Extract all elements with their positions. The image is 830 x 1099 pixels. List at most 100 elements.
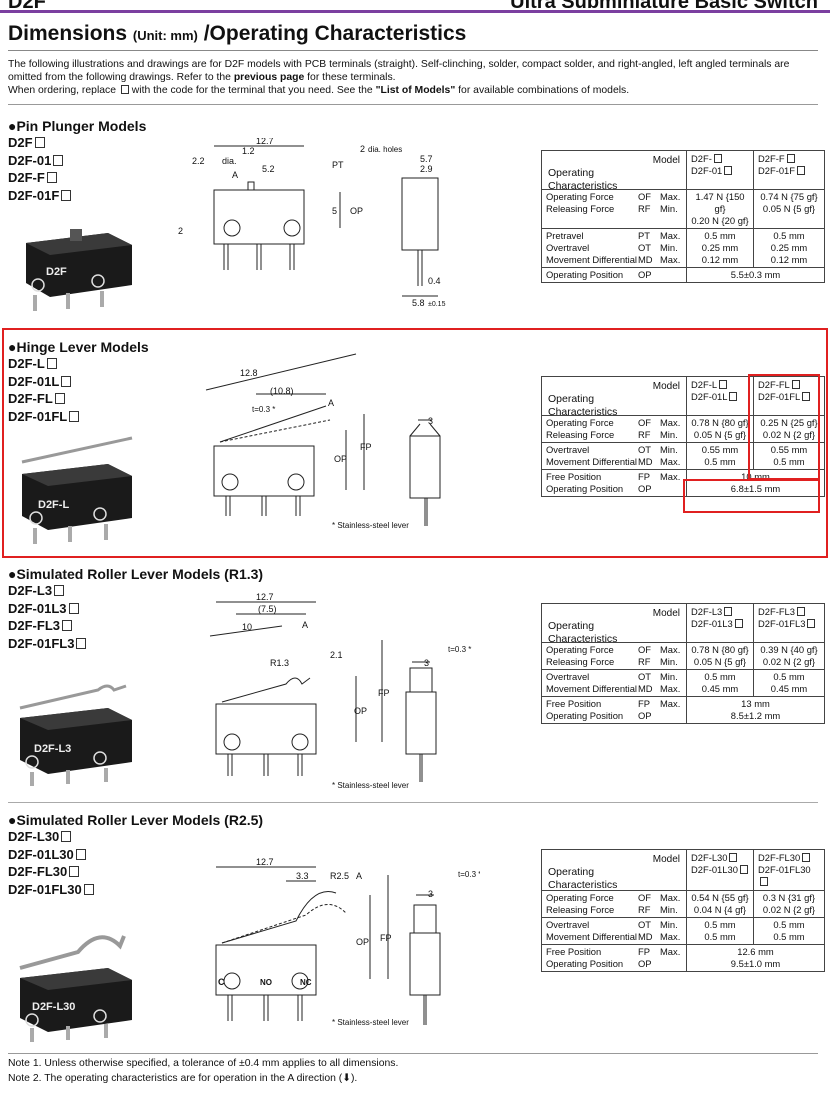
title-unit: (Unit: mm): [132, 28, 198, 43]
model-item: D2F-L3: [8, 582, 86, 600]
intro-p1a: The following illustrations and drawings…: [8, 59, 790, 83]
placeholder-box-icon: [120, 85, 129, 94]
intro-p2b: with the code for the terminal that you …: [128, 85, 376, 96]
section-title-pin-plunger: ●Pin Plunger Models: [8, 118, 147, 134]
photo-label: D2F: [46, 266, 67, 278]
model-item: D2F-F: [8, 169, 71, 187]
svg-text:A: A: [356, 871, 362, 881]
model-item: D2F-01F: [8, 187, 72, 205]
svg-text:dia.: dia.: [222, 156, 237, 166]
switch-photo-hinge-lever: D2F-L: [21, 436, 133, 544]
down-arrow-icon: ⬇: [342, 1073, 351, 1084]
intro-rule: [8, 104, 818, 105]
svg-text:12.7: 12.7: [256, 592, 274, 602]
dimension-drawing-roller-r25: 12.7 3.3 R2.5 A OP FP 3 t=0.3 * C NO NC …: [215, 857, 480, 1027]
svg-text:dia. holes: dia. holes: [368, 145, 402, 154]
svg-text:3: 3: [424, 658, 429, 668]
title-rest: /Operating Characteristics: [203, 22, 467, 45]
section-title-roller-r25: ●Simulated Roller Lever Models (R2.5): [8, 812, 264, 828]
highlight-fp-op: [683, 479, 820, 513]
svg-text:OP: OP: [356, 937, 369, 947]
svg-text:12.7: 12.7: [256, 138, 274, 146]
svg-text:5.2: 5.2: [262, 164, 275, 174]
dimension-drawing-hinge-lever: 12.8 (10.8) t=0.3 * A OP FP 3 * Stainles…: [205, 353, 441, 530]
notes-rule: [8, 1053, 818, 1054]
model-list-roller-r25: D2F-L30 D2F-01L30 D2F-FL30 D2F-01FL30: [8, 828, 94, 898]
svg-text:NC: NC: [300, 978, 312, 987]
svg-text:2.2: 2.2: [192, 156, 205, 166]
svg-text:2.1: 2.1: [330, 650, 343, 660]
model-list-hinge-lever: D2F-L D2F-01L D2F-FL D2F-01FL: [8, 355, 80, 426]
svg-text:5: 5: [332, 206, 337, 216]
svg-text:3.3: 3.3: [296, 871, 309, 881]
model-item: D2F-01L3: [8, 600, 86, 618]
svg-text:R2.5: R2.5: [330, 871, 349, 881]
section-title-roller-r13: ●Simulated Roller Lever Models (R1.3): [8, 566, 264, 582]
svg-text:2: 2: [178, 226, 183, 236]
svg-text:* Stainless-steel lever: * Stainless-steel lever: [332, 521, 409, 530]
svg-text:C: C: [218, 977, 225, 987]
intro-text: The following illustrations and drawings…: [8, 58, 823, 97]
model-item: D2F-FL: [8, 390, 79, 408]
intro-link-previous-page: previous page: [233, 72, 305, 83]
svg-text:3: 3: [428, 889, 433, 899]
model-list-pin-plunger: D2F D2F-01 D2F-F D2F-01F: [8, 134, 72, 205]
switch-photo-pin-plunger: D2F: [26, 229, 132, 311]
svg-text:0.4: 0.4: [428, 276, 441, 286]
model-item: D2F-01L30: [8, 846, 94, 864]
svg-text:OP: OP: [334, 454, 347, 464]
svg-text:t=0.3 *: t=0.3 *: [252, 405, 275, 414]
svg-text:OP: OP: [354, 706, 367, 716]
note-2: Note 2. The operating characteristics ar…: [8, 1073, 358, 1084]
svg-text:12.7: 12.7: [256, 857, 274, 867]
photo-label: D2F-L30: [32, 1001, 75, 1013]
svg-text:NO: NO: [260, 978, 272, 987]
model-list-roller-r13: D2F-L3 D2F-01L3 D2F-FL3 D2F-01FL3: [8, 582, 87, 652]
photo-label: D2F-L3: [34, 743, 71, 755]
svg-text:PT: PT: [332, 160, 344, 170]
svg-text:* Stainless-steel lever: * Stainless-steel lever: [332, 1018, 409, 1027]
intro-p2d: for available combinations of models.: [455, 85, 630, 96]
model-item: D2F-01L: [8, 373, 79, 391]
svg-text:3: 3: [428, 416, 433, 426]
svg-text:2: 2: [360, 144, 365, 154]
page-title: Dimensions (Unit: mm) /Operating Charact…: [8, 22, 466, 46]
header-title: Ultra Subminiature Basic Switch: [510, 0, 818, 13]
model-item: D2F-L: [8, 355, 79, 373]
intro-list-of-models: "List of Models": [375, 85, 456, 96]
switch-photo-roller-r13: D2F-L3: [19, 684, 132, 786]
model-item: D2F-L30: [8, 828, 94, 846]
svg-text:2.9: 2.9: [420, 164, 433, 174]
svg-text:A: A: [232, 170, 238, 180]
title-rule: [8, 50, 818, 51]
svg-text:(10.8): (10.8): [270, 386, 294, 396]
svg-text:12.8: 12.8: [240, 368, 258, 378]
page-header: D2F Ultra Subminiature Basic Switch: [0, 0, 830, 14]
svg-text:* Stainless-steel lever: * Stainless-steel lever: [332, 781, 409, 790]
series-name: D2F: [8, 0, 46, 13]
title-main: Dimensions: [8, 22, 128, 45]
svg-text:A: A: [328, 398, 334, 408]
highlight-box-hinge-lever: [2, 328, 828, 558]
model-item: D2F: [8, 134, 71, 152]
model-item: D2F-FL30: [8, 863, 94, 881]
svg-text:FP: FP: [360, 442, 372, 452]
dimension-drawing-pin-plunger: 12.7 1.2 2.2 dia. 5.2 dia. holes PT A 5 …: [178, 138, 446, 308]
header-rule: [0, 10, 830, 13]
svg-text:A: A: [302, 620, 308, 630]
model-item: D2F-01FL: [8, 408, 80, 426]
intro-p1c: for these terminals.: [304, 72, 396, 83]
svg-text:OP: OP: [350, 206, 363, 216]
svg-text:±0.15: ±0.15: [428, 301, 446, 308]
svg-text:(7.5): (7.5): [258, 604, 277, 614]
section-title-hinge-lever: ●Hinge Lever Models: [8, 339, 149, 355]
model-item: D2F-01FL30: [8, 881, 94, 899]
model-item: D2F-01: [8, 152, 71, 170]
model-item: D2F-FL3: [8, 617, 86, 635]
svg-text:t=0.3 *: t=0.3 *: [458, 870, 480, 879]
svg-text:FP: FP: [380, 933, 392, 943]
highlight-column-fl: [748, 374, 820, 480]
section-divider: [8, 802, 818, 803]
